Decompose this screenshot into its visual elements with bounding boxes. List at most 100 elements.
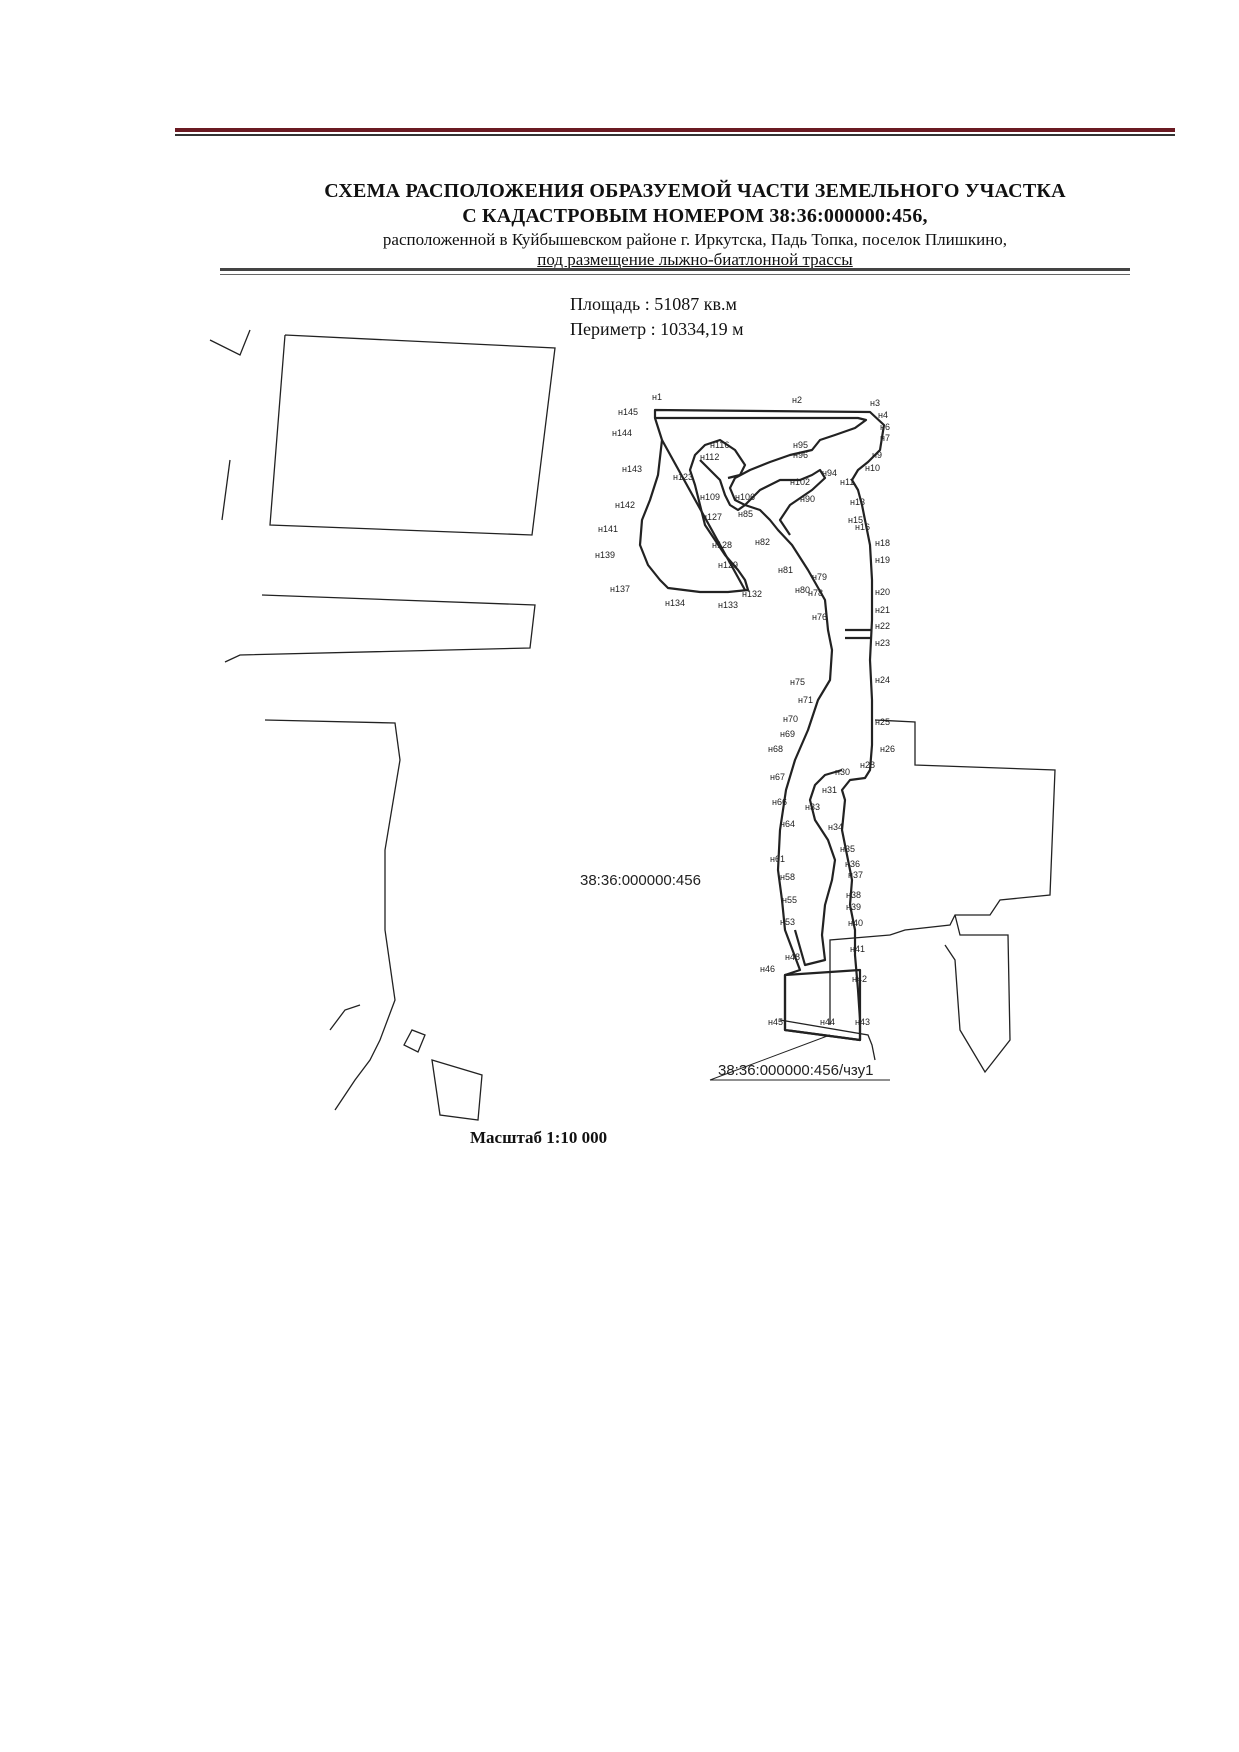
- point-label: н90: [800, 494, 815, 504]
- parcel-boundary-central: [224, 594, 536, 663]
- point-label: н78: [808, 588, 823, 598]
- point-label: н79: [812, 572, 827, 582]
- point-label: н1: [652, 392, 662, 402]
- point-label: н144: [612, 428, 632, 438]
- point-label: н109: [700, 492, 720, 502]
- point-label: н67: [770, 772, 785, 782]
- pointer-line-part: [709, 1034, 831, 1081]
- document-title-line1: СХЕМА РАСПОЛОЖЕНИЯ ОБРАЗУЕМОЙ ЧАСТИ ЗЕМЕ…: [324, 180, 1066, 202]
- point-label: н22: [875, 621, 890, 631]
- document-subtitle-line2: под размещение лыжно-биатлонной трассы: [537, 250, 853, 269]
- trail-inner-loop: [699, 459, 827, 536]
- point-label: н80: [795, 585, 810, 595]
- header-rule-top: [175, 128, 1175, 132]
- point-label: н46: [760, 964, 775, 974]
- point-label: н40: [848, 918, 863, 928]
- point-label: н116: [710, 440, 729, 450]
- parcel-cadastral-label: 38:36:000000:456: [580, 872, 701, 889]
- point-label: н26: [880, 744, 895, 754]
- point-label: н41: [850, 944, 865, 954]
- point-label: н112: [700, 452, 719, 462]
- point-label: н128: [712, 540, 732, 550]
- point-label: н55: [782, 895, 797, 905]
- point-label: н76: [812, 612, 827, 622]
- pointer-lines: [709, 1034, 890, 1081]
- point-label: н39: [846, 902, 861, 912]
- header-rule-bottom: [220, 268, 1130, 271]
- point-label: н85: [738, 509, 753, 519]
- point-label: н143: [622, 464, 642, 474]
- point-label: н4: [878, 410, 888, 420]
- point-label: н129: [718, 560, 738, 570]
- parcel-boundary-south-west: [264, 719, 401, 1111]
- area-value: 51087 кв.м: [654, 294, 737, 314]
- point-label: н23: [875, 638, 890, 648]
- document-subtitle-line1: расположенной в Куйбышевском районе г. И…: [382, 230, 1008, 249]
- part-cadastral-label: 38:36:000000:456/чзу1: [718, 1062, 874, 1079]
- point-label: н20: [875, 587, 890, 597]
- point-label: н42: [852, 974, 867, 984]
- point-label: н15: [848, 515, 863, 525]
- point-label: н102: [790, 477, 810, 487]
- trail-narrow-neck: [845, 628, 872, 640]
- point-label: н3: [870, 398, 880, 408]
- point-label: н16: [855, 522, 870, 532]
- point-label: н30: [835, 767, 850, 777]
- perimeter-label: Периметр :: [570, 319, 656, 339]
- point-label: н82: [755, 537, 770, 547]
- point-label: н2: [792, 395, 802, 405]
- point-label: н48: [785, 952, 800, 962]
- point-label: н7: [880, 433, 890, 443]
- point-label: н24: [875, 675, 890, 685]
- parcel-boundary-east: [829, 719, 1056, 1074]
- trail-diagonal: [661, 439, 746, 591]
- point-label: н132: [742, 589, 762, 599]
- trail-area-outline: [638, 408, 886, 1042]
- point-label: н142: [615, 500, 635, 510]
- header-rule-top-thin: [175, 134, 1175, 136]
- neighbouring-parcels: [209, 329, 1056, 1121]
- point-label: н133: [718, 600, 738, 610]
- point-label: н96: [793, 450, 808, 460]
- point-label: н139: [595, 550, 615, 560]
- parcel-boundary-north-west: [209, 329, 556, 536]
- map-scale: Масштаб 1:10 000: [470, 1128, 608, 1147]
- point-label: н64: [780, 819, 795, 829]
- point-label: н53: [780, 917, 795, 927]
- point-label: н34: [828, 822, 843, 832]
- point-label: н13: [850, 497, 865, 507]
- header-rule-bottom-thin: [220, 274, 1130, 275]
- point-label: н134: [665, 598, 685, 608]
- point-label: н106: [735, 492, 755, 502]
- parcel-stats: Площадь : 51087 кв.м Периметр : 10334,19…: [570, 292, 743, 342]
- point-label: н94: [822, 468, 837, 478]
- point-label: н25: [875, 717, 890, 727]
- point-label: н95: [793, 440, 808, 450]
- point-label: н6: [880, 422, 890, 432]
- point-label: н70: [783, 714, 798, 724]
- parcel-boundary-small-1: [403, 1029, 426, 1053]
- point-label: н35: [840, 844, 855, 854]
- point-label: н75: [790, 677, 805, 687]
- point-label: н71: [798, 695, 813, 705]
- area-label: Площадь :: [570, 294, 650, 314]
- point-label: н145: [618, 407, 638, 417]
- point-label: н137: [610, 584, 630, 594]
- point-label: н11: [840, 477, 854, 487]
- point-label: н44: [820, 1017, 835, 1027]
- point-label: н31: [822, 785, 837, 795]
- point-label: н66: [772, 797, 787, 807]
- point-label: н61: [770, 854, 785, 864]
- perimeter-row: Периметр : 10334,19 м: [570, 317, 743, 342]
- parcel-boundary-west-strip: [221, 459, 231, 521]
- document-title-line2: С КАДАСТРОВЫМ НОМЕРОМ 38:36:000000:456,: [462, 205, 928, 227]
- point-label: н37: [848, 870, 863, 880]
- point-label: н9: [872, 450, 882, 460]
- parcel-boundary-small-2: [431, 1059, 483, 1121]
- trail-south-plot: [783, 968, 862, 1042]
- point-label: н10: [865, 463, 880, 473]
- point-label: н123: [673, 472, 693, 482]
- point-label: н68: [768, 744, 783, 754]
